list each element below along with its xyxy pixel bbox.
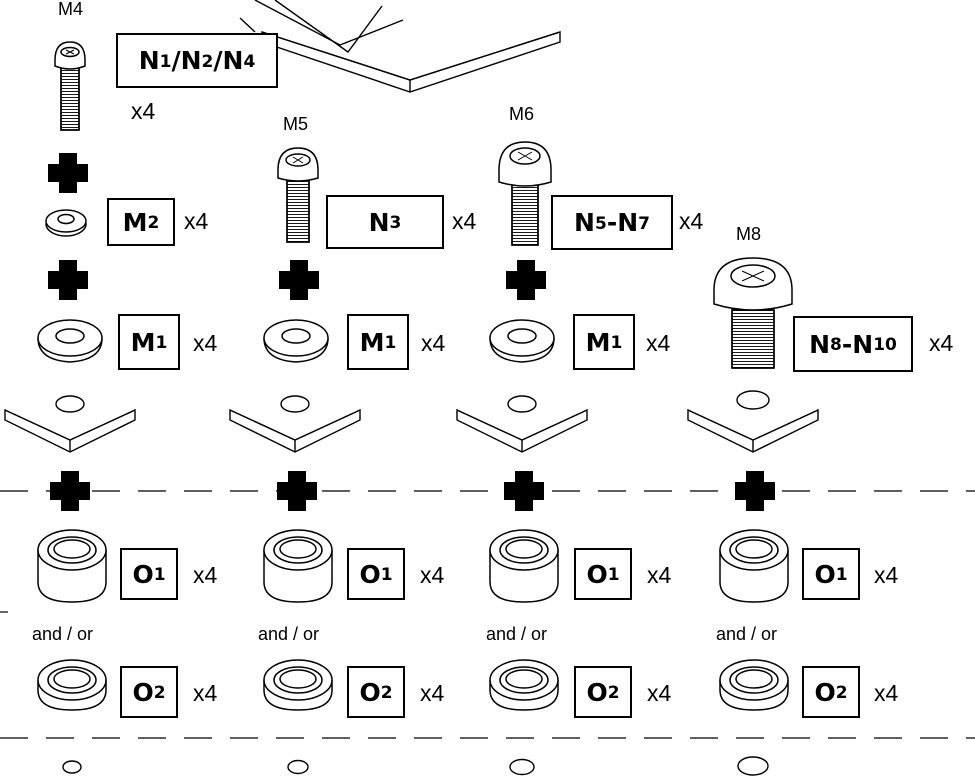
- bracket-corner-col2: [229, 395, 361, 453]
- connector-col4: and / or: [716, 624, 778, 644]
- quantity-o1-col2: x4: [420, 562, 445, 588]
- quantity-o2-col3: x4: [647, 680, 672, 706]
- quantity-o2-col4: x4: [874, 680, 899, 706]
- quantity-n8-n10: x4: [929, 330, 954, 356]
- plus-icon: [48, 260, 88, 300]
- plus-icon: [279, 260, 319, 300]
- spacer-o2-col4: [719, 659, 789, 711]
- quantity-n1-n2-n4: x4: [131, 98, 156, 124]
- spacer-m1-col3: [489, 319, 555, 363]
- bracket-corner-col1: [4, 395, 136, 453]
- quantity-o1-col4: x4: [874, 562, 899, 588]
- spacer-m1-col2: [263, 319, 329, 363]
- bracket-corner-col4: [687, 390, 819, 453]
- screw-m6: [498, 141, 552, 246]
- washer-m2: [45, 209, 87, 237]
- hole-col2: [287, 759, 309, 775]
- quantity-o1-col1: x4: [193, 562, 218, 588]
- screw-size-m4: M4: [58, 0, 84, 19]
- screw-size-m6: M6: [509, 104, 535, 124]
- plus-icon: [48, 153, 88, 193]
- spacer-o2-col3: [489, 659, 559, 711]
- hole-col4: [737, 756, 769, 776]
- screw-m5: [277, 147, 319, 243]
- spacer-m1-col1: [37, 319, 103, 363]
- screw-m8: [713, 257, 793, 369]
- screw-m4: [54, 41, 86, 131]
- bracket-corner-col3: [456, 395, 588, 453]
- quantity-m1-col2: x4: [421, 330, 446, 356]
- spacer-o2-col1: [37, 659, 107, 711]
- mounting-plate-corner: [239, 0, 561, 93]
- screw-size-m8: M8: [736, 224, 762, 244]
- quantity-m2: x4: [184, 208, 209, 234]
- quantity-o1-col3: x4: [647, 562, 672, 588]
- plus-icon: [50, 471, 90, 511]
- quantity-o2-col2: x4: [420, 680, 445, 706]
- quantity-m1-col1: x4: [193, 330, 218, 356]
- spacer-o1-col3: [489, 529, 559, 603]
- hole-col1: [62, 760, 82, 774]
- quantity-o2-col1: x4: [193, 680, 218, 706]
- plus-icon: [504, 471, 544, 511]
- quantity-n5-n7: x4: [679, 208, 704, 234]
- plus-icon: [277, 471, 317, 511]
- spacer-o1-col4: [719, 529, 789, 603]
- plus-icon: [735, 471, 775, 511]
- screw-size-m5: M5: [283, 114, 309, 134]
- spacer-o1-col2: [263, 529, 333, 603]
- connector-col1: and / or: [32, 624, 94, 644]
- hole-col3: [509, 758, 535, 776]
- connector-col2: and / or: [258, 624, 320, 644]
- quantity-n3: x4: [452, 208, 477, 234]
- spacer-o1-col1: [37, 529, 107, 603]
- spacer-o2-col2: [263, 659, 333, 711]
- connector-col3: and / or: [486, 624, 548, 644]
- plus-icon: [506, 260, 546, 300]
- quantity-m1-col3: x4: [646, 330, 671, 356]
